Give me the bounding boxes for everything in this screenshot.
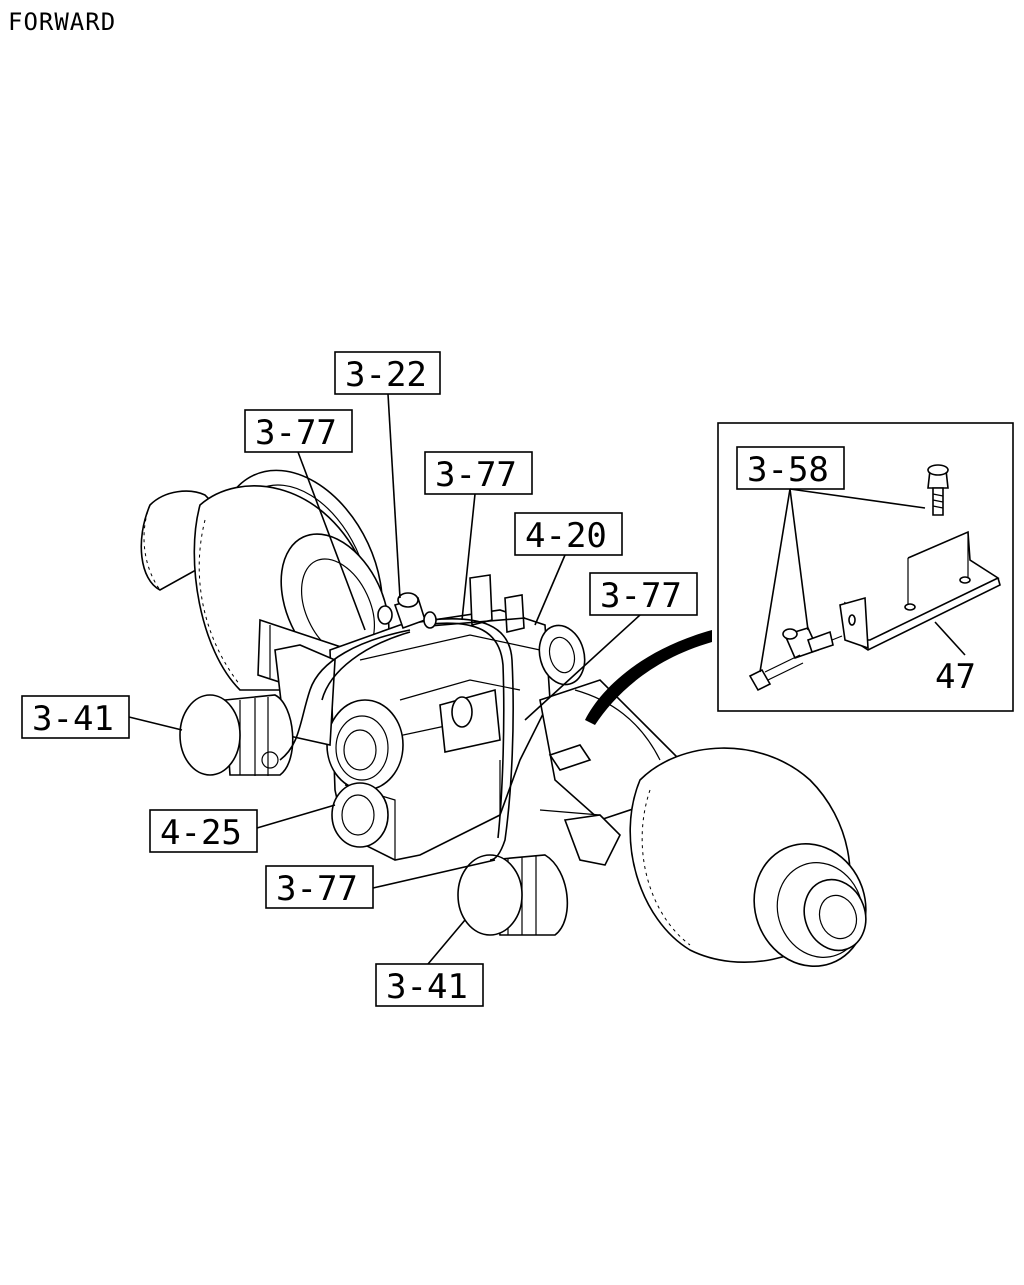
callout-3-77-b[interactable]: 3-77 xyxy=(424,451,533,621)
callout-label: 4-25 xyxy=(160,813,242,853)
callout-3-41-left[interactable]: 3-41 xyxy=(21,695,183,739)
callout-47[interactable]: 47 xyxy=(934,621,976,697)
callout-label: 47 xyxy=(935,657,976,697)
callout-label: 4-20 xyxy=(525,516,607,556)
detail-inset: 3-58 47 xyxy=(717,422,1014,712)
callout-label: 3-77 xyxy=(600,576,682,616)
callout-3-58[interactable]: 3-58 xyxy=(736,446,926,673)
brake-hose-left xyxy=(279,629,411,761)
inset-pointer-arc xyxy=(585,630,712,725)
callout-label: 3-77 xyxy=(276,869,358,909)
callout-3-22[interactable]: 3-22 xyxy=(334,351,441,599)
callout-label: 3-22 xyxy=(345,355,427,395)
callout-3-41-bottom[interactable]: 3-41 xyxy=(375,919,484,1007)
right-hub-drum xyxy=(629,747,867,968)
callout-3-77-a[interactable]: 3-77 xyxy=(244,409,366,631)
callout-label: 3-77 xyxy=(435,455,517,495)
relay-valve xyxy=(377,592,437,630)
clip-bolt-lower xyxy=(748,627,843,692)
callout-3-77-c[interactable]: 3-77 xyxy=(524,572,698,721)
callout-label: 3-41 xyxy=(386,967,468,1007)
brake-chamber-bottom xyxy=(457,854,569,936)
bracket-47 xyxy=(839,530,1001,651)
differential-carrier xyxy=(329,574,551,861)
rear-axle-assembly xyxy=(140,469,867,968)
bolt-top xyxy=(927,464,949,516)
brake-chamber-left xyxy=(179,694,294,776)
callout-3-77-d[interactable]: 3-77 xyxy=(265,859,496,909)
callout-label: 3-77 xyxy=(255,413,337,453)
hose-clip xyxy=(548,744,592,771)
direction-label: FORWARD xyxy=(8,8,116,36)
callout-4-25[interactable]: 4-25 xyxy=(149,804,336,853)
callout-label: 3-41 xyxy=(32,699,114,739)
callout-4-20[interactable]: 4-20 xyxy=(514,512,623,626)
brake-hose-right xyxy=(429,618,514,861)
callout-label: 3-58 xyxy=(747,450,829,490)
